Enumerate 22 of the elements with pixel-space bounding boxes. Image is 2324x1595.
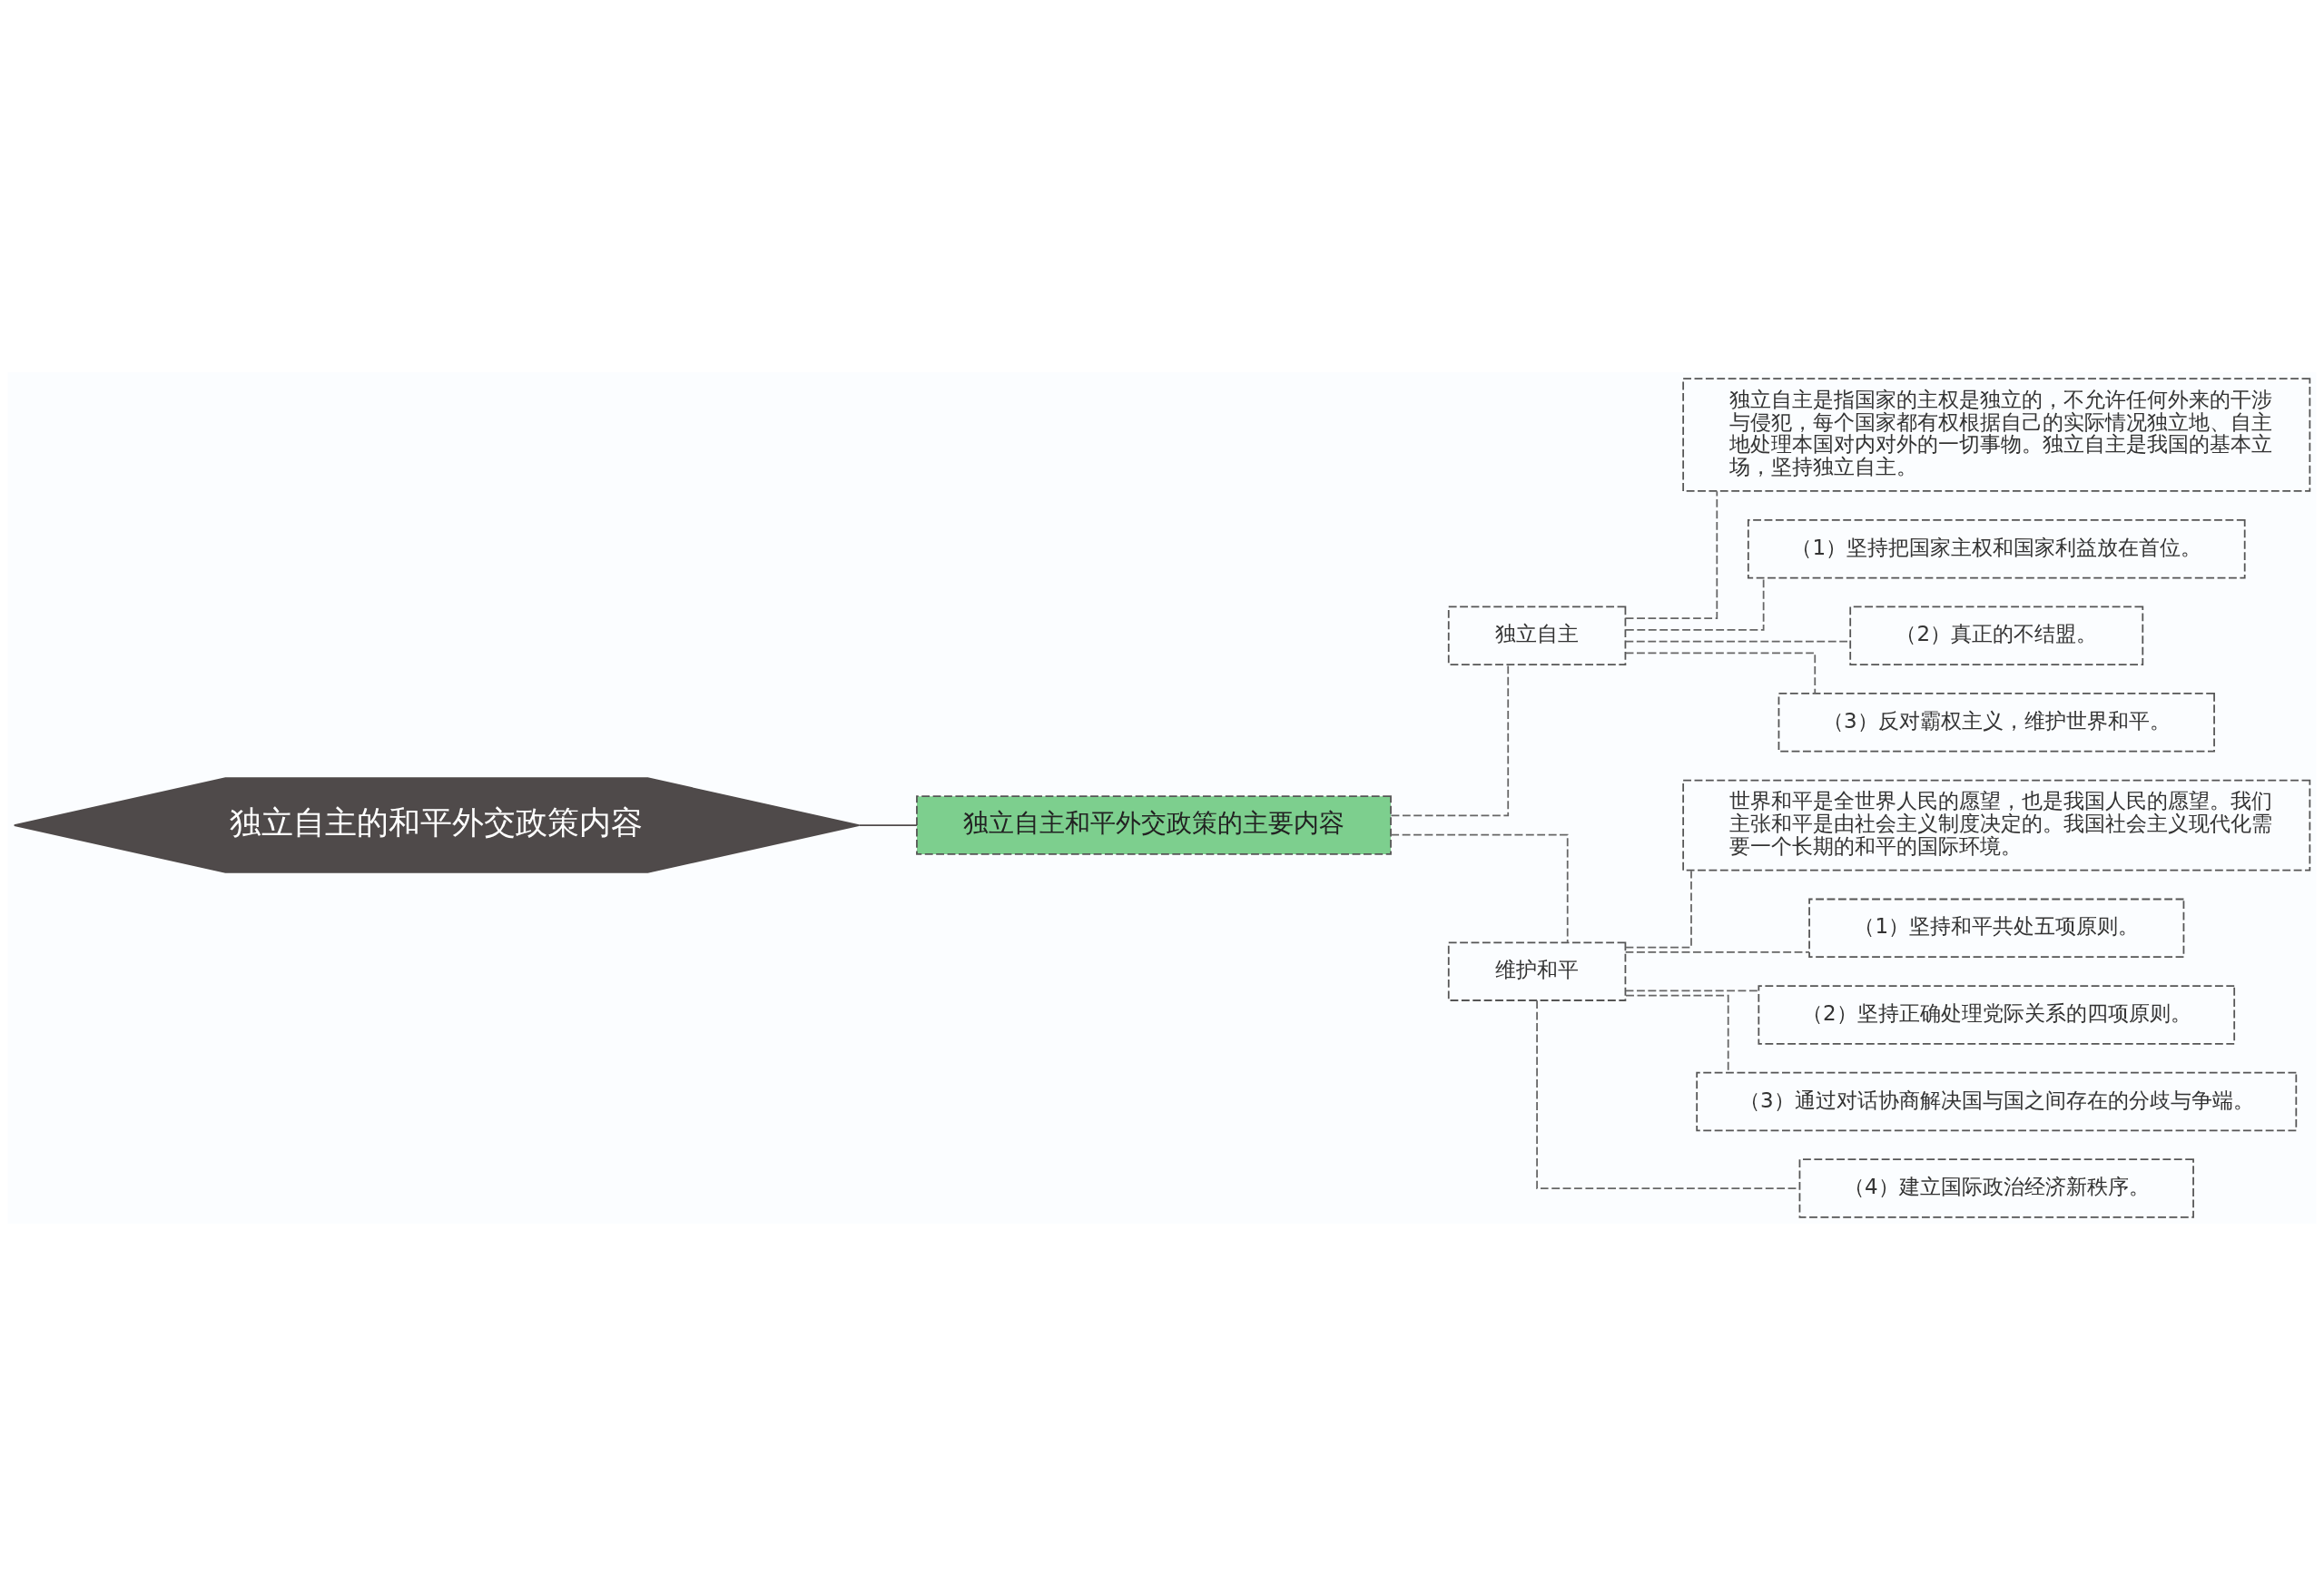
connector <box>1624 989 1760 991</box>
node-box: （3）通过对话协商解决国与国之间存在的分歧与争端。 <box>1696 1071 2298 1131</box>
node-box: （1）坚持把国家主权和国家利益放在首位。 <box>1747 518 2246 578</box>
connector <box>1390 833 1569 943</box>
connector <box>1625 994 1729 1073</box>
node-box: 独立自主 <box>1447 606 1627 665</box>
connector <box>1624 869 1692 948</box>
node-box: （1）坚持和平共处五项原则。 <box>1808 898 2185 958</box>
node-box: 独立自主是指国家的主权是独立的，不允许任何外来的干涉与侵犯，每个国家都有权根据自己的实际情况独立地、自主地处理本国对内对外的一切事物。独立自主是我国的基本立场，坚持独立自主。 <box>1682 377 2311 492</box>
node-box: 维护和平 <box>1447 940 1627 1001</box>
connector <box>1624 489 1718 619</box>
node-box: 世界和平是全世界人民的愿望，也是我国人民的愿望。我们主张和平是由社会主义制度决定的。我国社会主义现代化需要一个长期的和平的国际环境。 <box>1682 779 2311 871</box>
node-box: 独立自主和平外交政策的主要内容 <box>916 794 1392 855</box>
connector <box>1625 576 1765 631</box>
connector <box>1624 950 1810 953</box>
node-box: （2）坚持正确处理党际关系的四项原则。 <box>1758 984 2236 1045</box>
connector <box>1390 664 1510 816</box>
connector <box>858 823 918 826</box>
node-box: （2）真正的不结盟。 <box>1849 606 2144 665</box>
node-box: （4）建立国际政治经济新秩序。 <box>1798 1157 2194 1218</box>
node-box: （3）反对霸权主义，维护世界和平。 <box>1777 692 2215 753</box>
connector <box>1624 651 1817 694</box>
